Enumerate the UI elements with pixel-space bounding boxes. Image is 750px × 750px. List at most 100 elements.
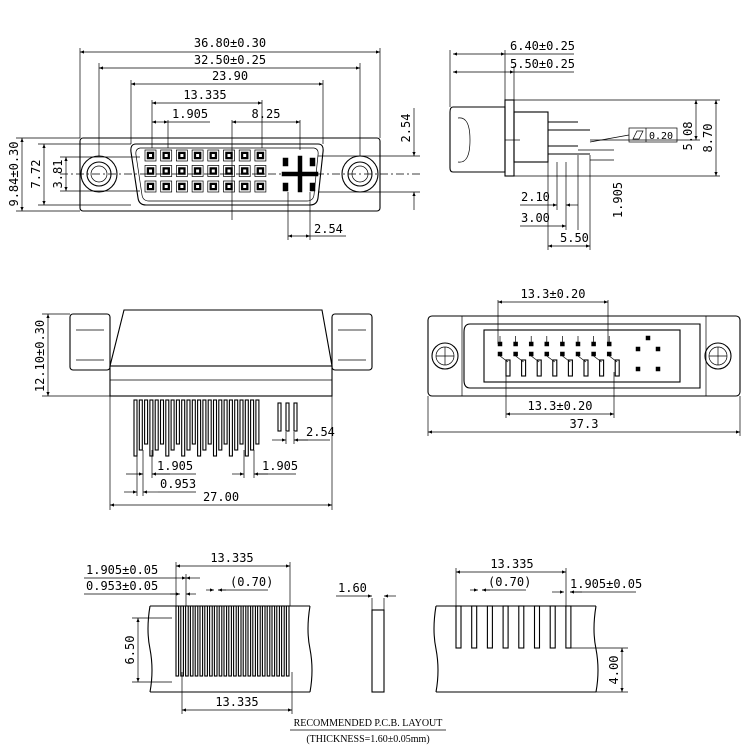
pcb-right-slots (455, 605, 572, 649)
pin-bottom (552, 359, 558, 377)
dim-tail-c: 5.50 (560, 231, 589, 245)
contact-cell (176, 165, 188, 177)
pcb-slot (549, 605, 556, 649)
dim-blade-pitch: 2.54 (306, 425, 335, 439)
flatness-value: 0.20 (649, 131, 673, 142)
contact-cell (191, 149, 204, 162)
side-shell (449, 106, 506, 173)
pcb-subtitle: (THICKNESS=1.60±0.05mm) (306, 734, 429, 745)
bottom-insulator (483, 329, 681, 383)
pcb-slot (266, 605, 271, 677)
contact-cell (207, 180, 220, 193)
dim-body-height: 12.10±0.30 (33, 320, 47, 392)
pcb-left-span-bottom: 13.335 (215, 695, 258, 709)
dim-stagger: 0.953 (160, 477, 196, 491)
pcb-slot (223, 605, 228, 677)
dim-lower-span: 13.3±0.20 (527, 399, 592, 413)
pin-bottom (614, 359, 620, 377)
pcb-slot (276, 605, 280, 677)
pin-top (591, 341, 596, 347)
pin-tail (218, 399, 223, 451)
bottom-pins (497, 336, 620, 377)
pcb-slot (261, 605, 266, 677)
contact-cell (160, 165, 173, 177)
dim-tail-pitch: 1.905 (611, 182, 625, 218)
rear-tails (133, 399, 260, 457)
pin-bottom (567, 359, 573, 377)
contact-cell (238, 149, 251, 162)
pin-tail (255, 399, 260, 445)
pcb-right-board (433, 605, 599, 693)
dim-height-upper: 5.08 (681, 122, 695, 151)
screw-left (431, 342, 459, 370)
rear-insulator (109, 365, 333, 397)
pin-tail (207, 399, 212, 445)
pin-mid (591, 351, 596, 357)
bottom-flange (427, 315, 741, 397)
pcb-left-board (147, 605, 313, 693)
pcb-slot (213, 605, 218, 677)
front-flange (79, 137, 381, 212)
pcb-slot (247, 605, 252, 677)
pcb-slot (285, 605, 290, 677)
pin-top (560, 341, 565, 347)
pin-tail (175, 399, 180, 445)
contact-cell (207, 165, 220, 177)
dim-ground-offset: 8.25 (252, 107, 281, 121)
side-flange (504, 99, 515, 177)
pin-mid (606, 351, 612, 357)
pin-tail (149, 399, 154, 457)
dim-tail-b: 3.00 (521, 211, 550, 225)
pcb-left-slot-length: 6.50 (123, 636, 137, 665)
pcb-left-stagger: 0.953±0.05 (86, 579, 158, 593)
dim-tail-pitch-left: 1.905 (157, 459, 193, 473)
dim-upper-span: 13.3±0.20 (520, 287, 585, 301)
pcb-slot (486, 605, 493, 649)
contact-cell (144, 149, 157, 162)
dim-height-overall: 8.70 (701, 124, 715, 153)
rear-post-left (69, 313, 111, 371)
pcb-slot (204, 605, 208, 677)
bottom-view: 13.3±0.20 13.3±0.20 37.3 (427, 287, 741, 436)
bottom-ground-pins (635, 335, 661, 372)
contact-cell (254, 165, 267, 177)
pin-mid (575, 351, 581, 357)
pcb-title: RECOMMENDED P.C.B. LAYOUT (294, 718, 443, 729)
pin-top (528, 341, 534, 347)
contact-cell (176, 149, 188, 162)
pcb-slot (175, 605, 180, 677)
contact-cell (223, 149, 235, 162)
screw-right (704, 342, 732, 370)
pin-tail (181, 399, 186, 457)
pin-tail (138, 399, 143, 451)
dim-blade-width: 2.54 (314, 222, 343, 236)
contact-cell (191, 180, 204, 193)
pin-tail (234, 399, 239, 451)
pcb-right-span: 13.335 (490, 557, 533, 571)
pcb-left-slot-width: (0.70) (230, 575, 273, 589)
pcb-slot (271, 605, 276, 677)
pin-tail (228, 399, 233, 457)
dim-tail-a: 2.10 (521, 190, 550, 204)
pcb-slot (533, 605, 541, 649)
front-view: 36.80±0.30 32.50±0.25 23.90 13.335 1.905… (7, 36, 420, 240)
pcb-slot (242, 605, 247, 677)
pcb-slot (228, 605, 232, 677)
dim-base-width: 27.00 (203, 490, 239, 504)
pin-tail (170, 399, 175, 451)
pin-top (544, 341, 550, 347)
pcb-slot (455, 605, 462, 649)
pcb-slot (180, 605, 184, 677)
contact-cell (207, 149, 220, 162)
pin-mid (560, 351, 565, 357)
dim-shell-height: 7.72 (29, 160, 43, 189)
contact-cell (254, 149, 267, 162)
pin-top (606, 341, 612, 347)
dim-bottom-overall-width: 37.3 (570, 417, 599, 431)
pcb-slot (209, 605, 213, 677)
pcb-layout: 13.335 1.905±0.05 0.953±0.05 (0.70) 6.50… (84, 551, 642, 745)
pcb-slot (252, 605, 256, 677)
contact-cell (254, 180, 267, 193)
pin-tail (191, 399, 196, 445)
contact-cell (176, 180, 188, 193)
